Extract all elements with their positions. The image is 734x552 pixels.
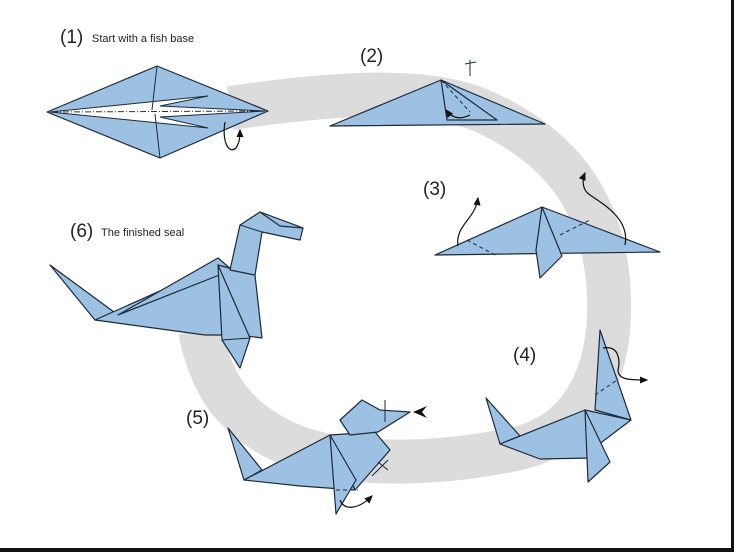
frame-border-bottom (0, 548, 734, 552)
step3-fold (434, 171, 661, 279)
step6-finished-seal (49, 211, 304, 369)
step4-fold (485, 329, 649, 483)
step5-fold (227, 399, 427, 515)
step4-number: (4) (513, 345, 537, 366)
step3-number: (3) (423, 179, 447, 200)
step5-number: (5) (186, 408, 210, 429)
step2-number: (2) (360, 46, 384, 67)
frame-border-right (731, 0, 734, 552)
step1-fish-base (46, 65, 269, 159)
step1-number: (1) (60, 27, 84, 48)
step6-caption: The finished seal (101, 227, 185, 239)
step2-fold (329, 60, 546, 127)
step6-number: (6) (70, 221, 94, 242)
progress-path (178, 72, 632, 484)
step1-caption: Start with a fish base (92, 33, 195, 45)
